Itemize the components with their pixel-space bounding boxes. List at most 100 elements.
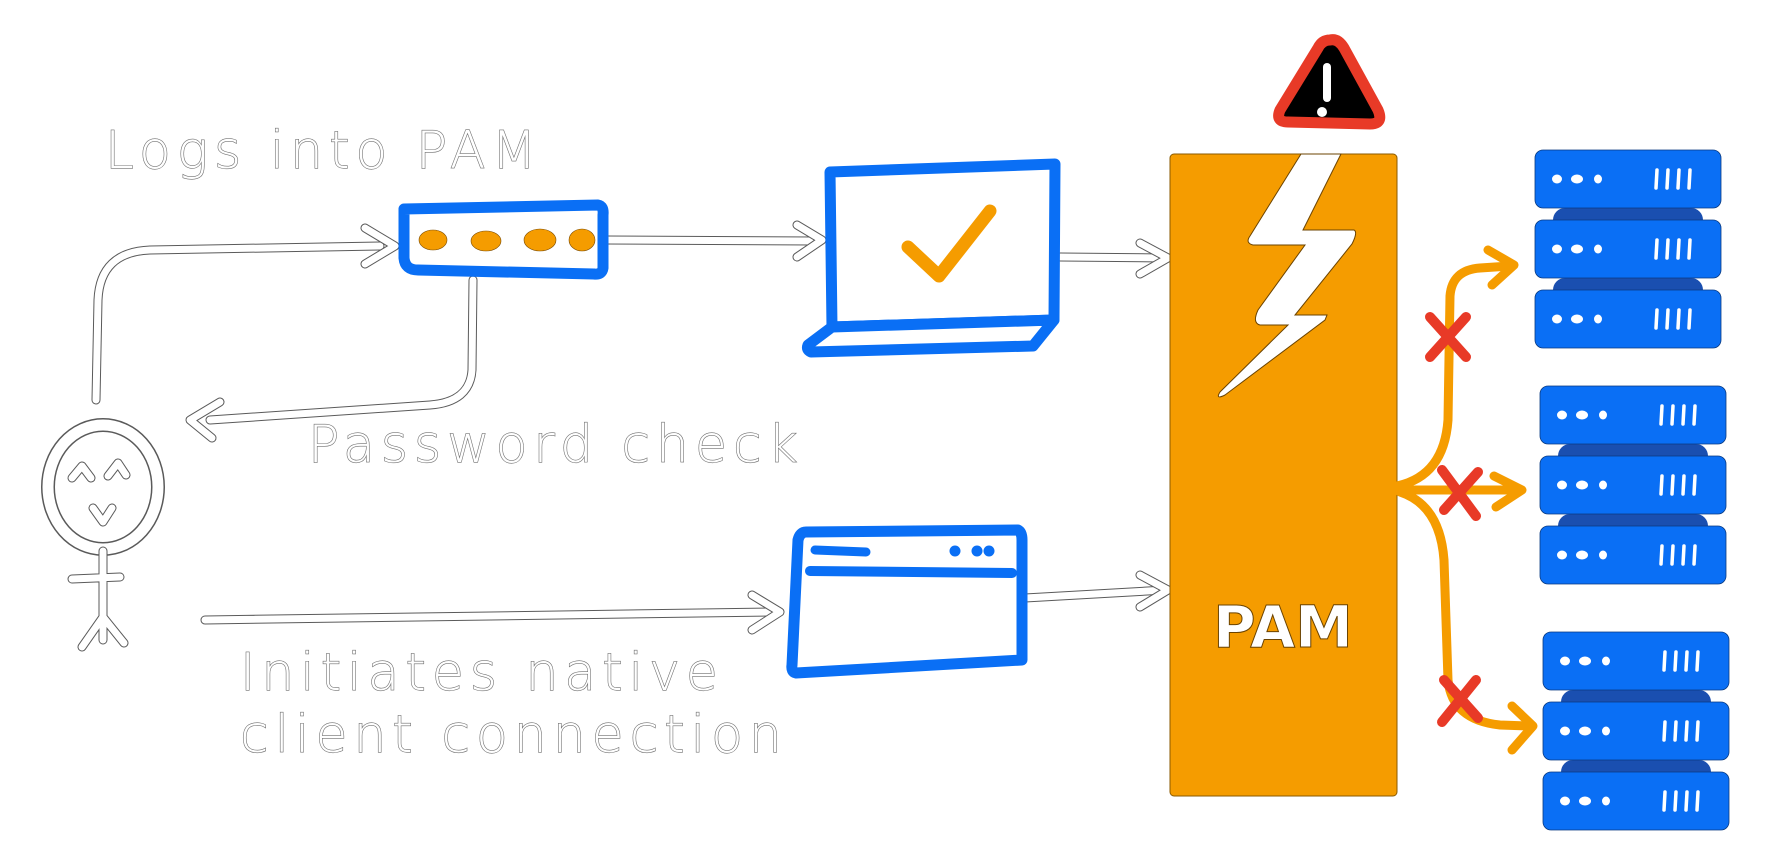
server-vent	[1659, 404, 1664, 426]
browser-window-icon	[786, 524, 1028, 679]
server-led	[1599, 550, 1607, 560]
server-vent	[1676, 168, 1681, 190]
server-vent	[1687, 238, 1692, 260]
server-led	[1576, 550, 1588, 560]
logs-into-pam-label: Logs into PAM	[105, 121, 542, 181]
server-led	[1602, 796, 1610, 806]
server-led	[1579, 726, 1591, 736]
server-led	[1579, 656, 1591, 666]
server-vent	[1695, 650, 1700, 672]
server-led	[1576, 480, 1588, 490]
server-unit	[1542, 771, 1730, 831]
server-vent	[1662, 650, 1667, 672]
server-vent	[1676, 238, 1681, 260]
server-vent	[1695, 790, 1700, 812]
user-stick-figure	[41, 418, 165, 652]
face-icon	[67, 458, 131, 527]
blocked-x-icon-1	[1425, 312, 1471, 362]
server-stack-icon	[1542, 631, 1730, 831]
server-vent	[1659, 474, 1664, 496]
server-led	[1557, 550, 1567, 560]
server-unit	[1539, 455, 1727, 515]
arrow-password-check-to-user	[185, 275, 478, 443]
server-vent	[1670, 404, 1675, 426]
server-vent	[1692, 404, 1697, 426]
server-vent	[1695, 720, 1700, 742]
password-field	[398, 199, 609, 280]
server-vent	[1673, 650, 1678, 672]
blocked-x-icon-3	[1437, 675, 1483, 727]
initiates-label-line2: client connection	[240, 705, 788, 765]
server-led	[1557, 480, 1567, 490]
server-stacks	[1534, 149, 1730, 831]
server-vent	[1670, 544, 1675, 566]
masked-characters	[418, 228, 596, 252]
server-led	[1552, 314, 1562, 324]
arrow-user-to-browser	[200, 590, 785, 635]
server-vent	[1662, 790, 1667, 812]
server-unit	[1534, 149, 1722, 209]
server-vent	[1662, 720, 1667, 742]
server-led	[1602, 726, 1610, 736]
server-led	[1560, 656, 1570, 666]
server-vent	[1687, 168, 1692, 190]
warning-icon	[1273, 34, 1386, 130]
server-led	[1594, 314, 1602, 324]
server-vent	[1676, 308, 1681, 330]
server-unit	[1542, 701, 1730, 761]
server-vent	[1673, 720, 1678, 742]
server-stack-icon	[1534, 149, 1722, 349]
server-vent	[1665, 308, 1670, 330]
checkmark-icon	[901, 204, 997, 283]
blocked-x-icon-2	[1437, 465, 1483, 521]
server-vent	[1654, 168, 1659, 190]
laptop-icon	[801, 158, 1061, 358]
server-led	[1571, 174, 1583, 184]
pam-gateway: PAM	[1169, 153, 1398, 797]
server-led	[1579, 796, 1591, 806]
server-vent	[1681, 474, 1686, 496]
password-check-label: Password check	[308, 415, 804, 475]
server-vent	[1684, 650, 1689, 672]
server-vent	[1670, 474, 1675, 496]
server-led	[1552, 244, 1562, 254]
pam-label: PAM	[1213, 593, 1353, 661]
arrow-user-to-password	[91, 223, 400, 405]
server-led	[1594, 174, 1602, 184]
server-unit	[1539, 385, 1727, 445]
server-vent	[1659, 544, 1664, 566]
server-led	[1552, 174, 1562, 184]
server-led	[1571, 244, 1583, 254]
server-unit	[1539, 525, 1727, 585]
server-led	[1576, 410, 1588, 420]
server-vent	[1654, 238, 1659, 260]
server-unit	[1534, 289, 1722, 349]
server-led	[1557, 410, 1567, 420]
server-vent	[1692, 544, 1697, 566]
server-unit	[1534, 219, 1722, 279]
server-led	[1599, 480, 1607, 490]
server-vent	[1681, 544, 1686, 566]
lightning-icon	[1217, 153, 1357, 398]
server-vent	[1684, 790, 1689, 812]
server-vent	[1684, 720, 1689, 742]
server-led	[1599, 410, 1607, 420]
server-stack-icon	[1539, 385, 1727, 585]
server-vent	[1681, 404, 1686, 426]
initiates-label-line1: Initiates native	[240, 643, 724, 703]
arrow-browser-to-pam	[1020, 570, 1173, 612]
server-vent	[1654, 308, 1659, 330]
server-led	[1560, 796, 1570, 806]
server-led	[1602, 656, 1610, 666]
server-unit	[1542, 631, 1730, 691]
server-led	[1560, 726, 1570, 736]
server-vent	[1692, 474, 1697, 496]
server-vent	[1665, 238, 1670, 260]
server-led	[1571, 314, 1583, 324]
server-vent	[1665, 168, 1670, 190]
server-led	[1594, 244, 1602, 254]
server-vent	[1673, 790, 1678, 812]
arrow-laptop-to-pam	[1055, 238, 1173, 279]
arrow-password-to-laptop	[600, 220, 827, 262]
